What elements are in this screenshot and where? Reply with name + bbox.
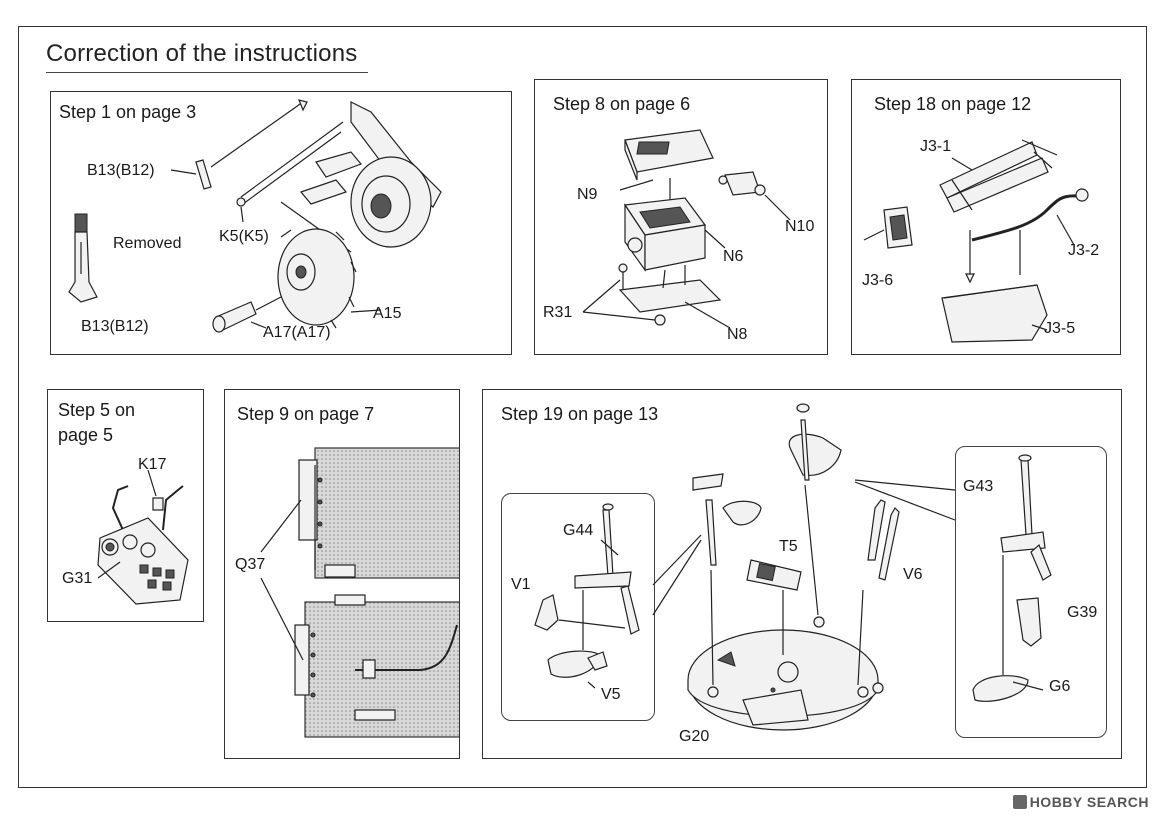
step8-illustration [582, 129, 791, 329]
panel-title-line1: Step 5 on [58, 400, 136, 420]
label-r31: R31 [543, 304, 573, 321]
panel-step-19: Step 19 on page 13 [482, 389, 1122, 759]
panel-title: Step 1 on page 3 [59, 102, 197, 122]
watermark-text: HOBBY SEARCH [1029, 794, 1149, 810]
sheet-border [18, 26, 1147, 788]
panel-title-line2: page 5 [58, 425, 114, 445]
step1-illustration [68, 99, 442, 333]
label-g6: G6 [1049, 678, 1071, 695]
label-n10: N10 [785, 218, 815, 235]
label-a17: A17(A17) [263, 324, 331, 341]
label-v6: V6 [903, 566, 923, 583]
panel-step-9: Step 9 on page 7 Q37 [224, 389, 460, 759]
label-g20: G20 [679, 728, 710, 745]
label-a15: A15 [373, 305, 402, 322]
hobby-search-logo-icon [1012, 795, 1027, 809]
inset-right [955, 446, 1107, 738]
label-g39: G39 [1067, 604, 1098, 621]
step18-illustration [863, 139, 1089, 343]
label-removed: Removed [113, 235, 182, 252]
panel-step-1: Step 1 on page 3 B13(B [50, 91, 512, 355]
label-j3-6: J3-6 [862, 272, 894, 289]
label-b13-bottom: B13(B12) [81, 318, 149, 335]
label-j3-2: J3-2 [1068, 242, 1100, 259]
label-v5: V5 [601, 686, 621, 703]
panel-step-18: Step 18 on page 12 J3-1 J3-6 J3-2 J3-5 [851, 79, 1121, 355]
step19-illustration [534, 403, 1052, 731]
label-g43: G43 [963, 478, 994, 495]
label-k17: K17 [138, 456, 167, 473]
panel-title: Step 8 on page 6 [553, 94, 691, 114]
page-title: Correction of the instructions [46, 40, 358, 67]
step9-illustration [260, 447, 459, 738]
panel-title: Step 9 on page 7 [237, 404, 375, 424]
label-q37: Q37 [235, 556, 266, 573]
inset-left [501, 493, 655, 721]
watermark: HOBBY SEARCH [1012, 794, 1149, 810]
step5-illustration [97, 469, 189, 605]
panel-step-8: Step 8 on page 6 N9 N10 N6 R31 N8 [534, 79, 828, 355]
label-j3-1: J3-1 [920, 138, 952, 155]
label-n6: N6 [723, 248, 744, 265]
title-underline [46, 72, 368, 73]
panel-title: Step 18 on page 12 [874, 94, 1032, 114]
label-k5: K5(K5) [219, 228, 269, 245]
panel-step-5: Step 5 on page 5 K17 G31 [47, 389, 204, 622]
label-j3-5: J3-5 [1044, 320, 1076, 337]
label-g44: G44 [563, 522, 594, 539]
label-n9: N9 [577, 186, 598, 203]
label-n8: N8 [727, 326, 748, 343]
label-b13-top: B13(B12) [87, 162, 155, 179]
label-g31: G31 [62, 570, 93, 587]
label-t5: T5 [779, 538, 798, 555]
panel-title: Step 19 on page 13 [501, 404, 659, 424]
label-v1: V1 [511, 576, 531, 593]
